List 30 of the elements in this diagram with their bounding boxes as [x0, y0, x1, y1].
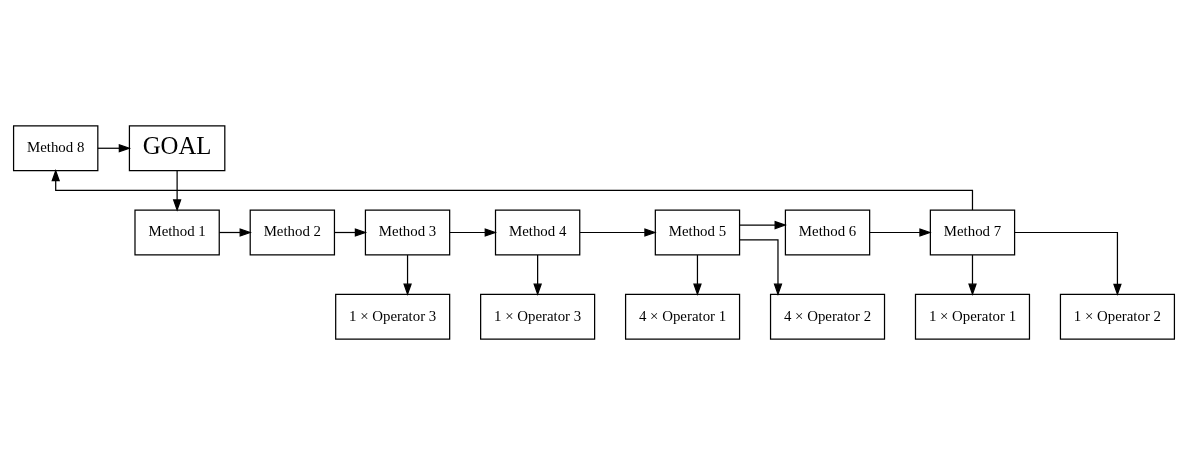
node-box: GOAL [128, 125, 226, 172]
arrow [51, 168, 974, 211]
arrow [172, 170, 182, 212]
arrow [738, 239, 783, 296]
node-box: Method 1 [134, 209, 220, 256]
arrow [869, 228, 932, 237]
node-box: 1 × Operator 2 [1059, 293, 1176, 340]
node-box: Method 2 [249, 209, 336, 256]
arrow [218, 228, 252, 237]
node-box: Method 5 [654, 209, 741, 256]
arrow [693, 254, 702, 296]
node-box: 4 × Operator 1 [624, 293, 741, 340]
node-box: 1 × Operator 1 [914, 293, 1031, 340]
arrow [403, 254, 412, 296]
arrow [968, 254, 977, 296]
arrow [739, 220, 787, 230]
node-box: 1 × Operator 3 [480, 293, 596, 340]
arrow [533, 254, 542, 296]
node-box: Method 8 [12, 125, 99, 172]
arrow [449, 228, 498, 237]
node-box: Method 4 [494, 209, 581, 256]
node-box: Method 7 [929, 209, 1016, 256]
node-box: Method 3 [364, 209, 451, 256]
arrow [97, 143, 132, 153]
arrow [579, 228, 657, 237]
node-box: 1 × Operator 3 [335, 293, 451, 340]
arrow [1014, 231, 1122, 297]
node-box: 4 × Operator 2 [769, 293, 886, 340]
arrow [333, 228, 368, 237]
node-box: Method 6 [784, 209, 871, 256]
